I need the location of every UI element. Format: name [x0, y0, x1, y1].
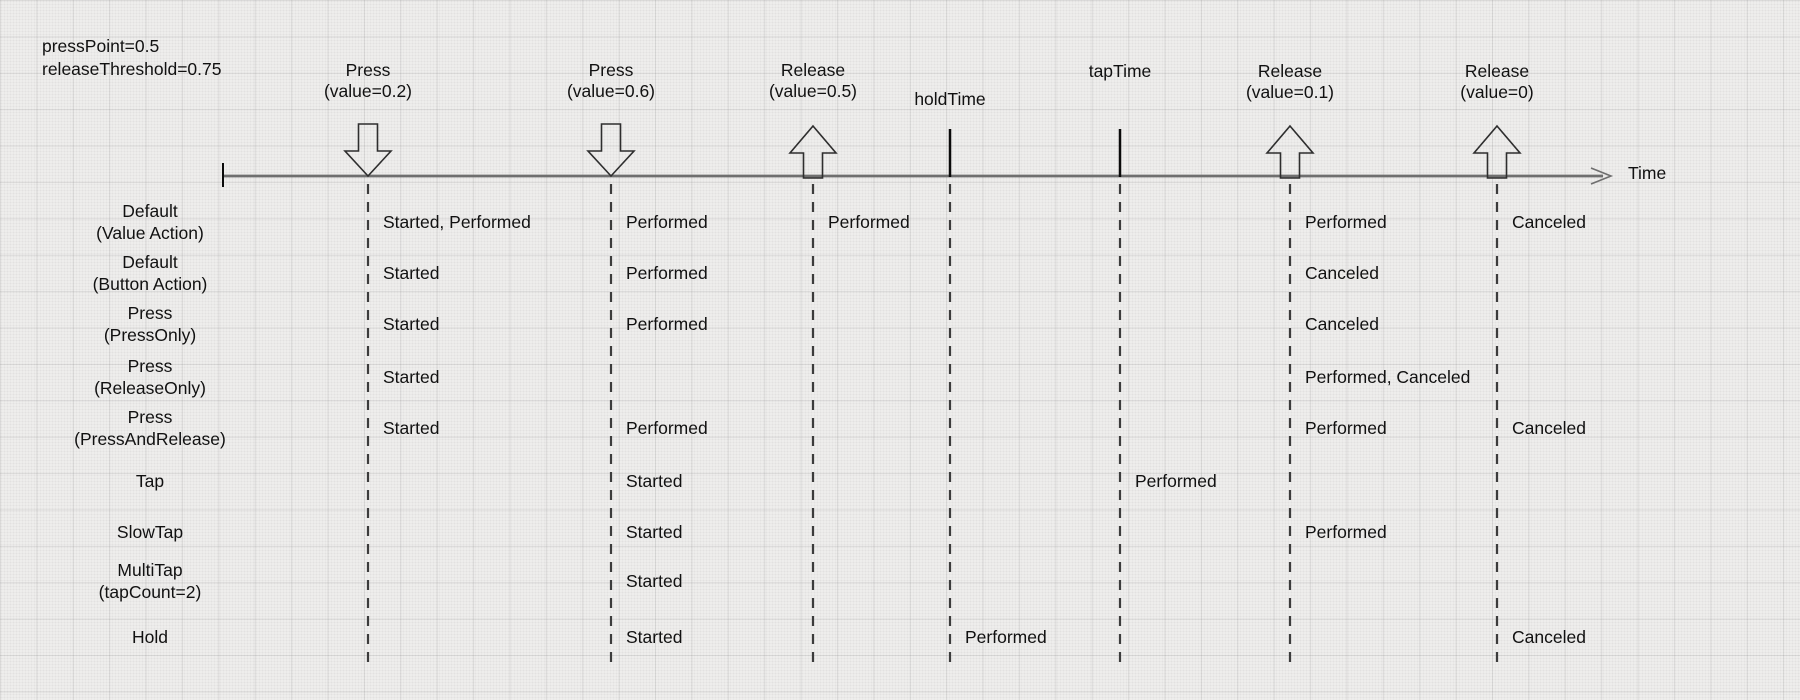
- release-threshold-param: releaseThreshold=0.75: [42, 59, 222, 79]
- row-label-line: (PressOnly): [103, 325, 197, 345]
- time-axis-label: Time: [1628, 163, 1667, 183]
- event-label-line: (value=0.6): [566, 81, 656, 101]
- event-label-release-value-0-5: Release(value=0.5): [703, 60, 923, 102]
- state-cell: Performed: [1305, 212, 1387, 232]
- state-cell: Performed, Canceled: [1305, 367, 1471, 387]
- row-label-1: Default(Button Action): [30, 251, 270, 295]
- row-label-line: (Button Action): [92, 274, 208, 294]
- state-cell: Started: [383, 367, 440, 387]
- event-label-line: Release: [780, 60, 846, 80]
- event-label-press-value-0-6: Press(value=0.6): [501, 60, 721, 102]
- press-down-arrow-icon: [586, 123, 636, 178]
- row-label-2: Press(PressOnly): [30, 302, 270, 346]
- row-label-line: Default: [122, 252, 178, 272]
- state-cell: Performed: [1305, 418, 1387, 438]
- state-cell: Started: [383, 418, 440, 438]
- event-label-line: holdTime: [914, 89, 986, 109]
- press-down-arrow-icon: [343, 123, 393, 178]
- event-label-line: (value=0): [1460, 82, 1534, 102]
- row-label-line: (Value Action): [96, 223, 204, 243]
- state-cell: Started, Performed: [383, 212, 531, 232]
- row-label-line: (ReleaseOnly): [94, 378, 206, 398]
- state-cell: Performed: [626, 418, 708, 438]
- release-up-arrow-icon: [788, 124, 838, 179]
- event-label-tap-time: tapTime: [1010, 61, 1230, 82]
- state-cell: Performed: [626, 263, 708, 283]
- row-label-line: Press: [127, 356, 173, 376]
- row-label-4: Press(PressAndRelease): [30, 406, 270, 450]
- event-label-line: (value=0.2): [323, 81, 413, 101]
- press-point-param: pressPoint=0.5: [42, 36, 160, 56]
- state-cell: Started: [626, 471, 683, 491]
- state-cell: Canceled: [1305, 263, 1379, 283]
- state-cell: Canceled: [1305, 314, 1379, 334]
- release-up-arrow-icon: [1472, 124, 1522, 179]
- event-label-hold-time: holdTime: [840, 89, 1060, 110]
- row-label-line: (tapCount=2): [98, 582, 202, 602]
- row-label-5: Tap: [30, 470, 270, 492]
- event-label-line: Press: [345, 60, 391, 80]
- parameters-note: pressPoint=0.5 releaseThreshold=0.75: [42, 35, 222, 81]
- state-cell: Performed: [1135, 471, 1217, 491]
- row-label-line: Hold: [132, 627, 168, 647]
- row-label-3: Press(ReleaseOnly): [30, 355, 270, 399]
- state-cell: Performed: [626, 212, 708, 232]
- row-label-line: SlowTap: [116, 522, 184, 542]
- row-label-7: MultiTap(tapCount=2): [30, 559, 270, 603]
- event-label-line: Press: [588, 60, 634, 80]
- row-label-0: Default(Value Action): [30, 200, 270, 244]
- state-cell: Performed: [828, 212, 910, 232]
- state-cell: Canceled: [1512, 418, 1586, 438]
- row-label-line: Press: [127, 303, 173, 323]
- event-label-line: (value=0.1): [1245, 82, 1335, 102]
- time-axis-arrowhead-icon: [1590, 167, 1614, 185]
- event-label-line: (value=0.5): [768, 81, 858, 101]
- state-cell: Performed: [965, 627, 1047, 647]
- state-cell: Started: [383, 314, 440, 334]
- event-label-line: tapTime: [1088, 61, 1152, 81]
- row-label-line: (PressAndRelease): [74, 429, 226, 449]
- state-cell: Canceled: [1512, 212, 1586, 232]
- row-label-line: Default: [122, 201, 178, 221]
- event-label-line: Release: [1464, 61, 1530, 81]
- state-cell: Started: [626, 522, 683, 542]
- state-cell: Started: [626, 627, 683, 647]
- event-label-release-value-0-1: Release(value=0.1): [1180, 61, 1400, 103]
- state-cell: Performed: [1305, 522, 1387, 542]
- state-cell: Performed: [626, 314, 708, 334]
- row-label-6: SlowTap: [30, 521, 270, 543]
- row-label-line: MultiTap: [117, 560, 183, 580]
- event-label-press-value-0-2: Press(value=0.2): [258, 60, 478, 102]
- row-label-8: Hold: [30, 626, 270, 648]
- row-label-line: Tap: [135, 471, 165, 491]
- state-cell: Started: [626, 571, 683, 591]
- release-up-arrow-icon: [1265, 124, 1315, 179]
- event-label-line: Release: [1257, 61, 1323, 81]
- state-cell: Canceled: [1512, 627, 1586, 647]
- row-label-line: Press: [127, 407, 173, 427]
- event-label-release-value-0: Release(value=0): [1387, 61, 1607, 103]
- state-cell: Started: [383, 263, 440, 283]
